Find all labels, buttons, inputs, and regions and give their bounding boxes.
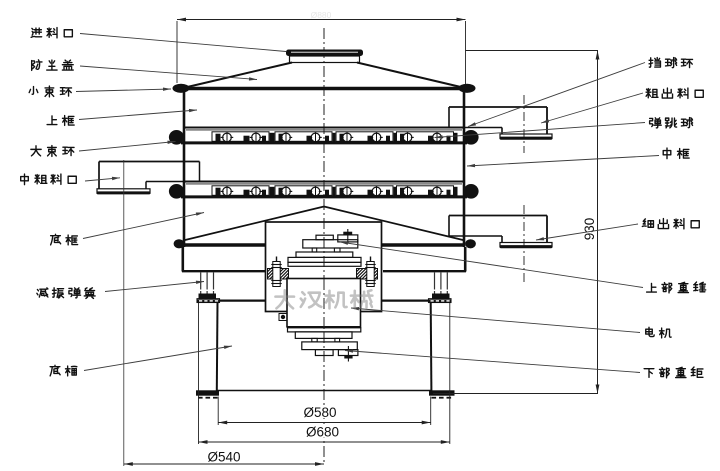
svg-text:Ø540: Ø540: [207, 450, 240, 465]
svg-text:930: 930: [582, 218, 597, 241]
svg-text:Ø880: Ø880: [311, 10, 332, 20]
svg-text:Ø580: Ø580: [303, 405, 336, 420]
svg-text:Ø680: Ø680: [306, 425, 339, 440]
